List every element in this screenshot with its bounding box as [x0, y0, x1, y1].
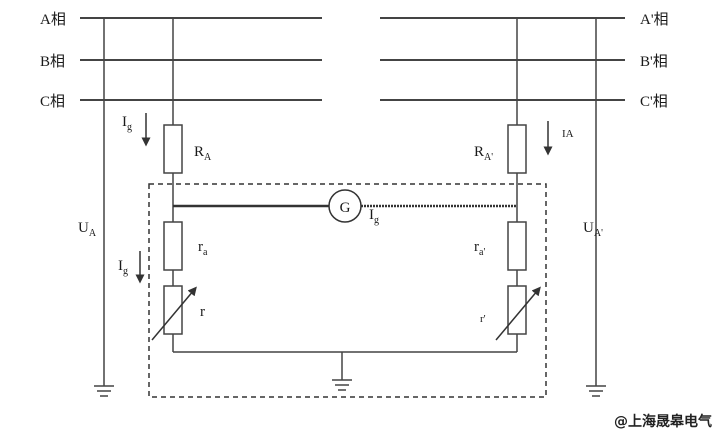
label-ra-prime-main: RA': [474, 144, 493, 163]
bottom-bus: [173, 351, 517, 391]
resistor-ra-prime-small: [507, 221, 527, 271]
resistor-ra-main: [163, 124, 183, 174]
phase-label-a: A相: [40, 11, 66, 28]
variable-arrow-left: [151, 286, 197, 341]
right-branch: [507, 18, 527, 352]
watermark-text: @上海晟皋电气: [614, 414, 712, 430]
phase-bus-lines: [80, 17, 625, 101]
label-ra-main: RA: [194, 144, 212, 163]
label-ra-prime-small: ra': [474, 239, 485, 258]
resistor-r-prime-variable: [507, 285, 527, 335]
resistor-r-variable: [163, 285, 183, 335]
label-ua-prime: UA': [583, 220, 603, 239]
label-r-variable: r: [200, 304, 205, 320]
measurement-enclosure: [148, 183, 547, 398]
label-ra-small: ra: [198, 239, 208, 258]
label-ia: IA: [562, 128, 574, 140]
label-ig-bridge: Ig: [369, 207, 379, 226]
galvanometer-label: G: [340, 200, 351, 216]
resistor-ra-small: [163, 221, 183, 271]
phase-label-b-prime: B'相: [640, 53, 668, 70]
variable-arrow-right: [495, 286, 541, 341]
phase-label-a-prime: A'相: [640, 11, 669, 28]
phase-label-c: C相: [40, 93, 65, 110]
left-branch: [163, 18, 183, 352]
label-ig-mid: Ig: [118, 258, 128, 277]
phase-label-b: B相: [40, 53, 65, 70]
label-r-prime-variable: r': [480, 313, 486, 325]
left-voltage-line: [94, 18, 114, 397]
resistor-ra-prime-main: [507, 124, 527, 174]
label-ig-top: Ig: [122, 114, 132, 133]
phase-label-c-prime: C'相: [640, 93, 668, 110]
label-ua: UA: [78, 220, 97, 239]
right-voltage-line: [586, 18, 606, 397]
galvanometer-icon: [328, 189, 362, 223]
